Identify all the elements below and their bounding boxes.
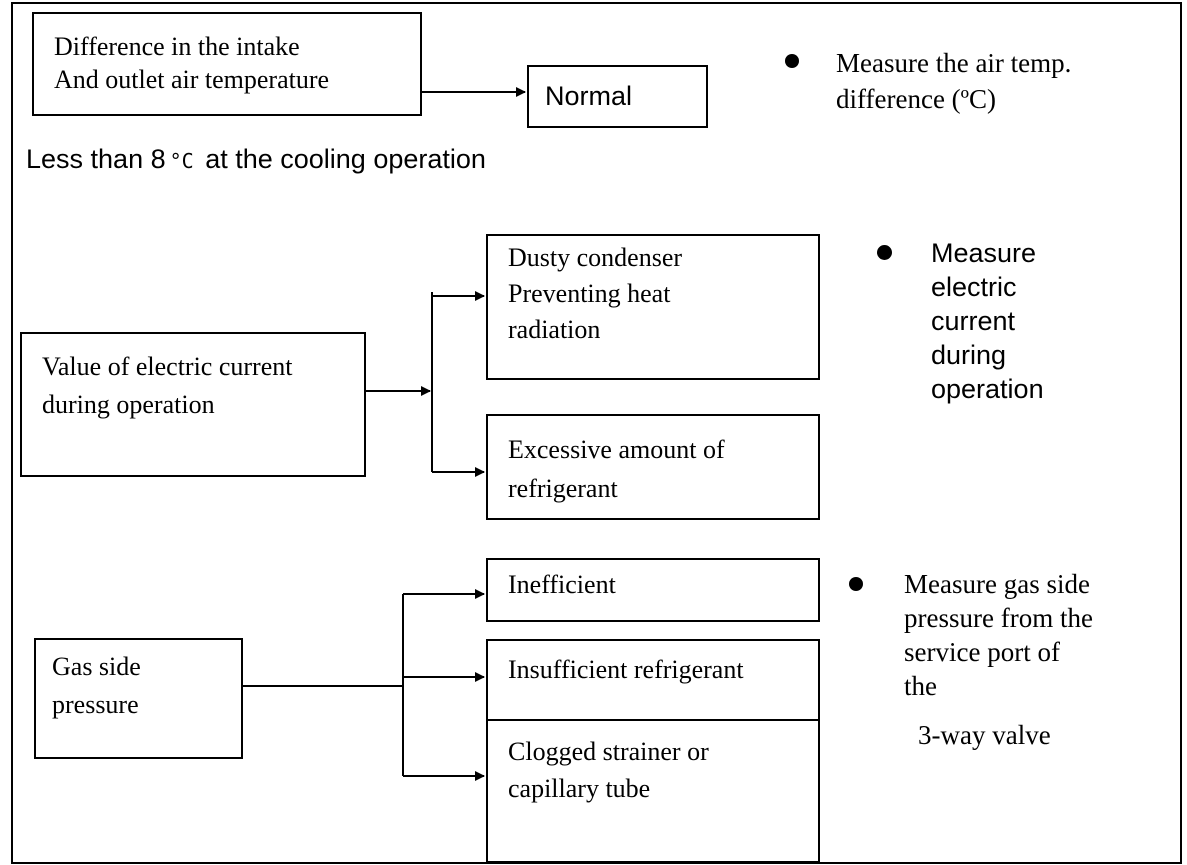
gas-pressure-note: Measure gas side pressure from the servi… — [904, 569, 1093, 701]
intake-outlet-difference-box: Difference in the intake And outlet air … — [32, 12, 422, 116]
insufficient-refrigerant-label: Insufficient refrigerant — [508, 655, 744, 684]
electric-current-note-bullet — [877, 245, 892, 260]
gas-pressure-note-tail: 3-way valve — [918, 720, 1051, 750]
gas-side-pressure-box: Gas side pressure — [34, 638, 243, 759]
clogged-strainer-label: Clogged strainer or capillary tube — [508, 737, 709, 803]
electric-current-note: Measure electric current during operatio… — [931, 238, 1044, 404]
excessive-refrigerant-label: Excessive amount of refrigerant — [508, 435, 725, 503]
dusty-condenser-label: Dusty condenser Preventing heat radiatio… — [508, 243, 683, 344]
cooling-condition-unit: °C — [169, 149, 194, 173]
normal-box: Normal — [527, 65, 708, 128]
dusty-condenser-box: Dusty condenser Preventing heat radiatio… — [486, 234, 820, 380]
air-temp-note-bullet — [785, 54, 799, 68]
normal-label: Normal — [545, 81, 633, 111]
intake-outlet-difference-label: Difference in the intake And outlet air … — [54, 32, 330, 94]
inefficient-box: Inefficient — [486, 558, 820, 622]
electric-current-label: Value of electric current during operati… — [42, 352, 293, 419]
clogged-strainer-box: Clogged strainer or capillary tube — [486, 719, 820, 863]
cooling-condition-value: Less than 8 — [26, 144, 166, 174]
insufficient-refrigerant-box: Insufficient refrigerant — [486, 639, 820, 721]
diagram-frame — [11, 2, 1182, 864]
inefficient-label: Inefficient — [508, 570, 616, 599]
air-temp-note: Measure the air temp. difference (ºC) — [836, 48, 1072, 114]
cooling-condition-text: Less than 8°C at the cooling operation — [26, 143, 486, 177]
gas-side-pressure-label: Gas side pressure — [52, 652, 141, 719]
excessive-refrigerant-box: Excessive amount of refrigerant — [486, 414, 820, 520]
electric-current-box: Value of electric current during operati… — [20, 332, 366, 477]
gas-pressure-note-bullet — [849, 577, 863, 591]
cooling-condition-tail: at the cooling operation — [197, 144, 486, 174]
